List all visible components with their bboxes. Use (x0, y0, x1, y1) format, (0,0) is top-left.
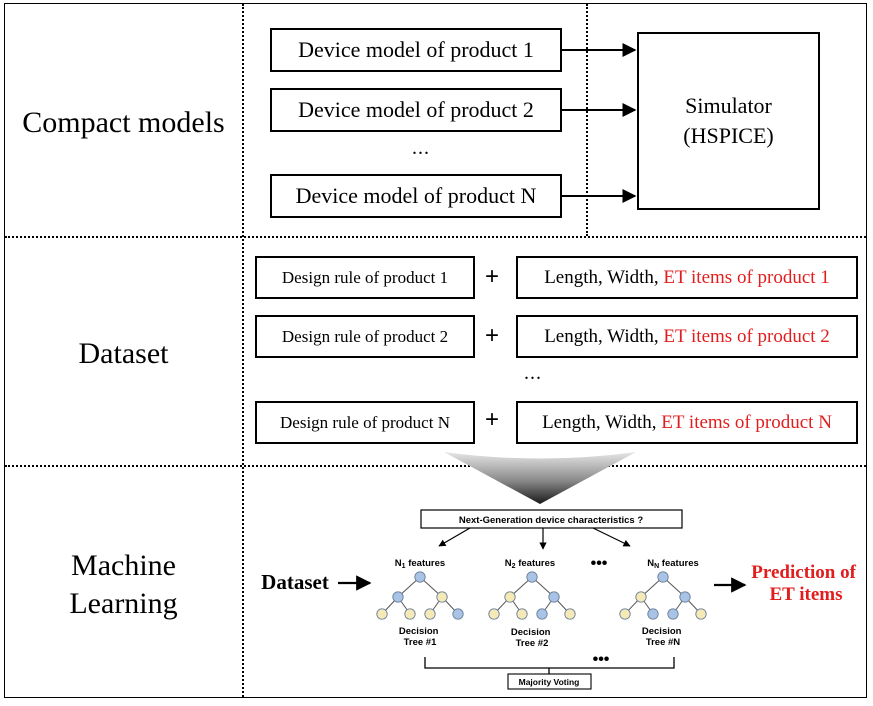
simulator-separator (586, 4, 588, 236)
et-items-box-1: Length, Width, ET items of product 1 (516, 256, 858, 299)
voting-box (507, 673, 592, 690)
row-label-dataset: Dataset (78, 337, 169, 370)
prediction-line1: Prediction of (751, 562, 856, 583)
diagram-frame (4, 3, 867, 698)
tree-label-2: Decision Tree #2 (511, 627, 553, 649)
dataset-ellipsis: ... (524, 362, 542, 384)
prediction-label: Prediction of ET items (751, 562, 860, 605)
ml-dataset-label: Dataset (261, 570, 329, 594)
tree-node (619, 608, 631, 620)
feature-label-2: N2 features (505, 558, 555, 570)
tree-label-1-line1: Decision (399, 626, 439, 637)
tree-label-n-line1: Decision (642, 626, 682, 637)
funnel-arrow (444, 452, 636, 504)
question-box (420, 509, 683, 529)
tree-label-2-line2: Tree #2 (516, 638, 549, 649)
question-text: Next-Generation device characteristics ? (459, 515, 643, 526)
feature-suffix-2: features (516, 558, 556, 569)
tree-node (424, 608, 436, 620)
et-items-label-n: ET items of product N (661, 411, 832, 433)
simulator-label: Simulator (685, 93, 772, 118)
et-items-label-2: ET items of product 2 (663, 325, 830, 347)
tree-label-2-line1: Decision (511, 627, 551, 638)
feature-label-1: N1 features (395, 558, 445, 570)
tree-label-n-line2: Tree #N (646, 637, 680, 648)
tree-node (536, 608, 548, 620)
voting-bracket (424, 657, 675, 674)
tree-node (376, 608, 388, 620)
row-separator-1 (5, 236, 866, 238)
tree-node (635, 591, 647, 603)
simulator-box: Simulator (HSPICE) (637, 32, 820, 210)
et-prefix-n: Length, Width, (542, 411, 662, 433)
et-prefix-2: Length, Width, (544, 325, 664, 347)
et-items-box-2: Length, Width, ET items of product 2 (516, 315, 858, 358)
design-rule-box-2: Design rule of product 2 (255, 315, 475, 358)
plus-sign-1: + (484, 263, 499, 290)
feature-base-n: N (647, 558, 654, 569)
ml-label-line2: Learning (69, 587, 178, 620)
tree-node (667, 608, 679, 620)
feature-sub-2: 2 (512, 563, 516, 570)
feature-sub-n: N (654, 563, 659, 570)
tree-node (526, 571, 538, 583)
tree-node (452, 608, 464, 620)
tree-node (548, 591, 560, 603)
feature-base-2: N (505, 558, 512, 569)
tree-node (504, 591, 516, 603)
arrow-question-to-treen (592, 527, 631, 547)
tree-label-1: Decision Tree #1 (399, 626, 441, 648)
et-items-label-1: ET items of product 1 (663, 266, 830, 288)
tree-node (657, 571, 669, 583)
tree-ellipsis-bottom: ••• (593, 651, 610, 668)
row-label-compact-models: Compact models (22, 106, 225, 139)
decision-trees (376, 571, 707, 620)
column-separator (242, 4, 244, 697)
tree-node (679, 591, 691, 603)
feature-sub-1: 1 (402, 563, 406, 570)
tree-label-1-line2: Tree #1 (404, 637, 437, 648)
tree-node (647, 608, 659, 620)
tree-node (404, 608, 416, 620)
device-model-box-2: Device model of product 2 (270, 88, 562, 132)
device-model-box-n: Device model of product N (270, 174, 562, 218)
ml-label-line1: Machine (71, 549, 176, 582)
design-rule-box-n: Design rule of product N (255, 401, 475, 444)
tree-node (564, 608, 576, 620)
tree-label-n: Decision Tree #N (642, 626, 684, 648)
prediction-line2: ET items (769, 584, 842, 605)
simulator-tool-label: (HSPICE) (683, 123, 774, 148)
row-separator-2 (5, 465, 866, 467)
device-model-ellipsis: ... (412, 137, 430, 159)
tree-node (392, 591, 404, 603)
device-model-box-1: Device model of product 1 (270, 28, 562, 72)
et-items-box-n: Length, Width, ET items of product N (516, 401, 858, 444)
plus-sign-n: + (484, 406, 499, 433)
voting-label: Majority Voting (519, 677, 580, 687)
tree-node (414, 571, 426, 583)
design-rule-box-1: Design rule of product 1 (255, 256, 475, 299)
plus-sign-2: + (484, 322, 499, 349)
feature-base-1: N (395, 558, 402, 569)
feature-label-n: NN features (647, 558, 699, 570)
tree-ellipsis-top: ••• (591, 555, 608, 572)
tree-node (695, 608, 707, 620)
tree-node (436, 591, 448, 603)
tree-node (516, 608, 528, 620)
row-label-machine-learning: Machine Learning (5, 547, 242, 623)
arrow-question-to-tree1 (438, 527, 471, 547)
et-prefix-1: Length, Width, (544, 266, 664, 288)
feature-suffix-n: features (659, 558, 699, 569)
feature-suffix-1: features (406, 558, 446, 569)
tree-node (488, 608, 500, 620)
